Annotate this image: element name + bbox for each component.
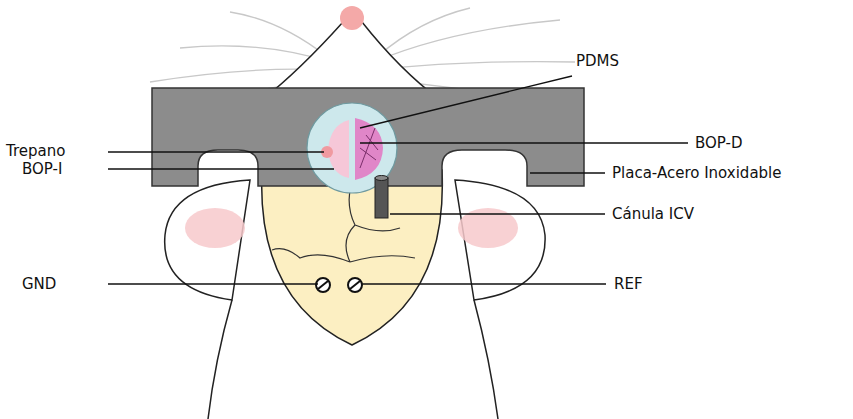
- leader-plate: [530, 172, 605, 173]
- label-cannula: Cánula ICV: [612, 205, 694, 223]
- label-bop-d: BOP-D: [695, 134, 743, 152]
- ear-left: [165, 180, 250, 300]
- leader-pdms: [360, 76, 572, 128]
- stainless-steel-plate: [152, 88, 584, 186]
- leader-cannula: [390, 213, 605, 214]
- leader-trepano: [108, 151, 324, 152]
- icv-cannula: [375, 178, 388, 218]
- skull: [262, 170, 443, 345]
- ear-pink-left: [185, 208, 245, 248]
- label-bop-i: BOP-I: [22, 160, 62, 178]
- leader-bop-d: [360, 142, 688, 143]
- screw-ref: [348, 278, 362, 292]
- body-outline-left: [208, 300, 232, 419]
- label-pdms: PDMS: [576, 52, 619, 70]
- label-plate: Placa-Acero Inoxidable: [612, 164, 782, 182]
- leader-bop-i: [108, 168, 334, 169]
- pdms-window: [307, 103, 397, 193]
- ear-right: [455, 180, 545, 300]
- cannula-top: [375, 176, 388, 181]
- leader-ref: [362, 283, 606, 284]
- bop-d-region: [355, 118, 383, 180]
- nose: [340, 6, 364, 30]
- label-ref: REF: [614, 275, 643, 293]
- bop-d-vessels: [360, 128, 378, 168]
- leader-lines: [108, 76, 688, 284]
- screw-gnd: [316, 278, 330, 292]
- label-gnd: GND: [22, 275, 56, 293]
- body-outline-right: [474, 300, 498, 419]
- label-trepano: Trepano: [6, 142, 65, 160]
- leader-gnd: [108, 283, 318, 284]
